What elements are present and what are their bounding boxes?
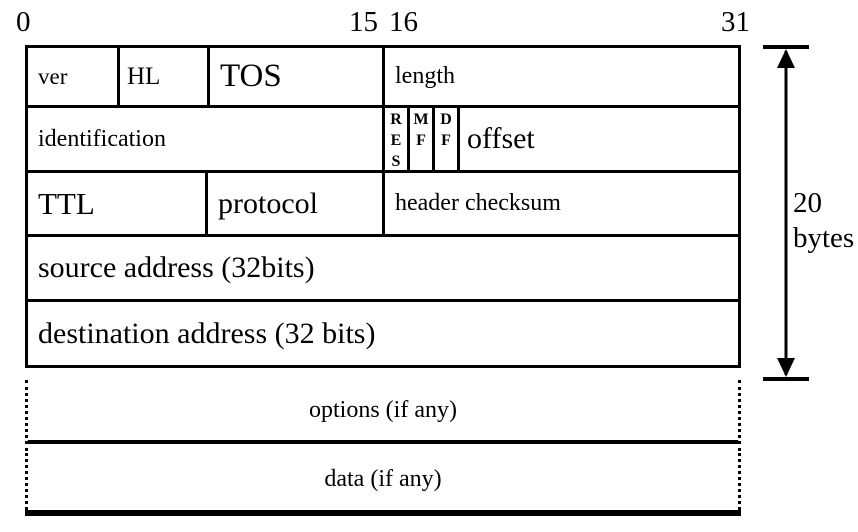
field-identification: identification [28,108,385,170]
flag-mf-letter: F [416,132,426,149]
field-source-address: source address (32bits) [38,251,315,284]
field-protocol: protocol [208,173,385,234]
row-word4: source address (32bits) [28,237,738,302]
field-total-length: length [395,63,455,89]
field-version: ver [28,48,120,105]
fixed-header-block: ver HL TOS length identification R E S M… [25,45,741,368]
row-word3: TTL protocol header checksum [28,173,738,237]
flag-mf-letter: M [413,111,429,128]
row-word1: ver HL TOS length [28,48,738,108]
bit-label-0: 0 [16,6,31,38]
options-label: options (if any) [309,396,457,423]
flag-res-letter: E [390,132,402,149]
flag-df-letter: D [440,111,452,128]
field-destination-address: destination address (32 bits) [38,316,376,350]
flag-df: D F [435,108,460,170]
bit-label-15: 15 [349,6,378,38]
header-table: ver HL TOS length identification R E S M… [25,45,741,516]
row-word5: destination address (32 bits) [28,302,738,365]
bit-label-31: 31 [721,6,750,38]
height-extent-arrow-icon [763,45,809,381]
field-header-checksum: header checksum [395,190,561,216]
field-header-length: HL [120,48,210,105]
field-fragment-offset: offset [467,122,535,155]
table-bottom-border [25,510,741,516]
field-options: options (if any) [25,380,741,444]
flag-res-letter: R [390,111,402,128]
size-unit: bytes [793,222,855,254]
flag-res: R E S [385,108,410,170]
field-ttl: TTL [28,173,208,234]
field-tos: TOS [210,48,385,105]
row-word2: identification R E S M F D F offset [28,108,738,173]
field-data: data (if any) [25,448,741,510]
bit-label-16: 16 [389,6,418,38]
flag-res-letter: S [391,153,401,170]
flag-df-letter: F [441,132,451,149]
size-label: 20 bytes [793,186,854,256]
flag-mf: M F [410,108,435,170]
size-value: 20 [793,187,822,219]
data-label: data (if any) [324,465,442,492]
